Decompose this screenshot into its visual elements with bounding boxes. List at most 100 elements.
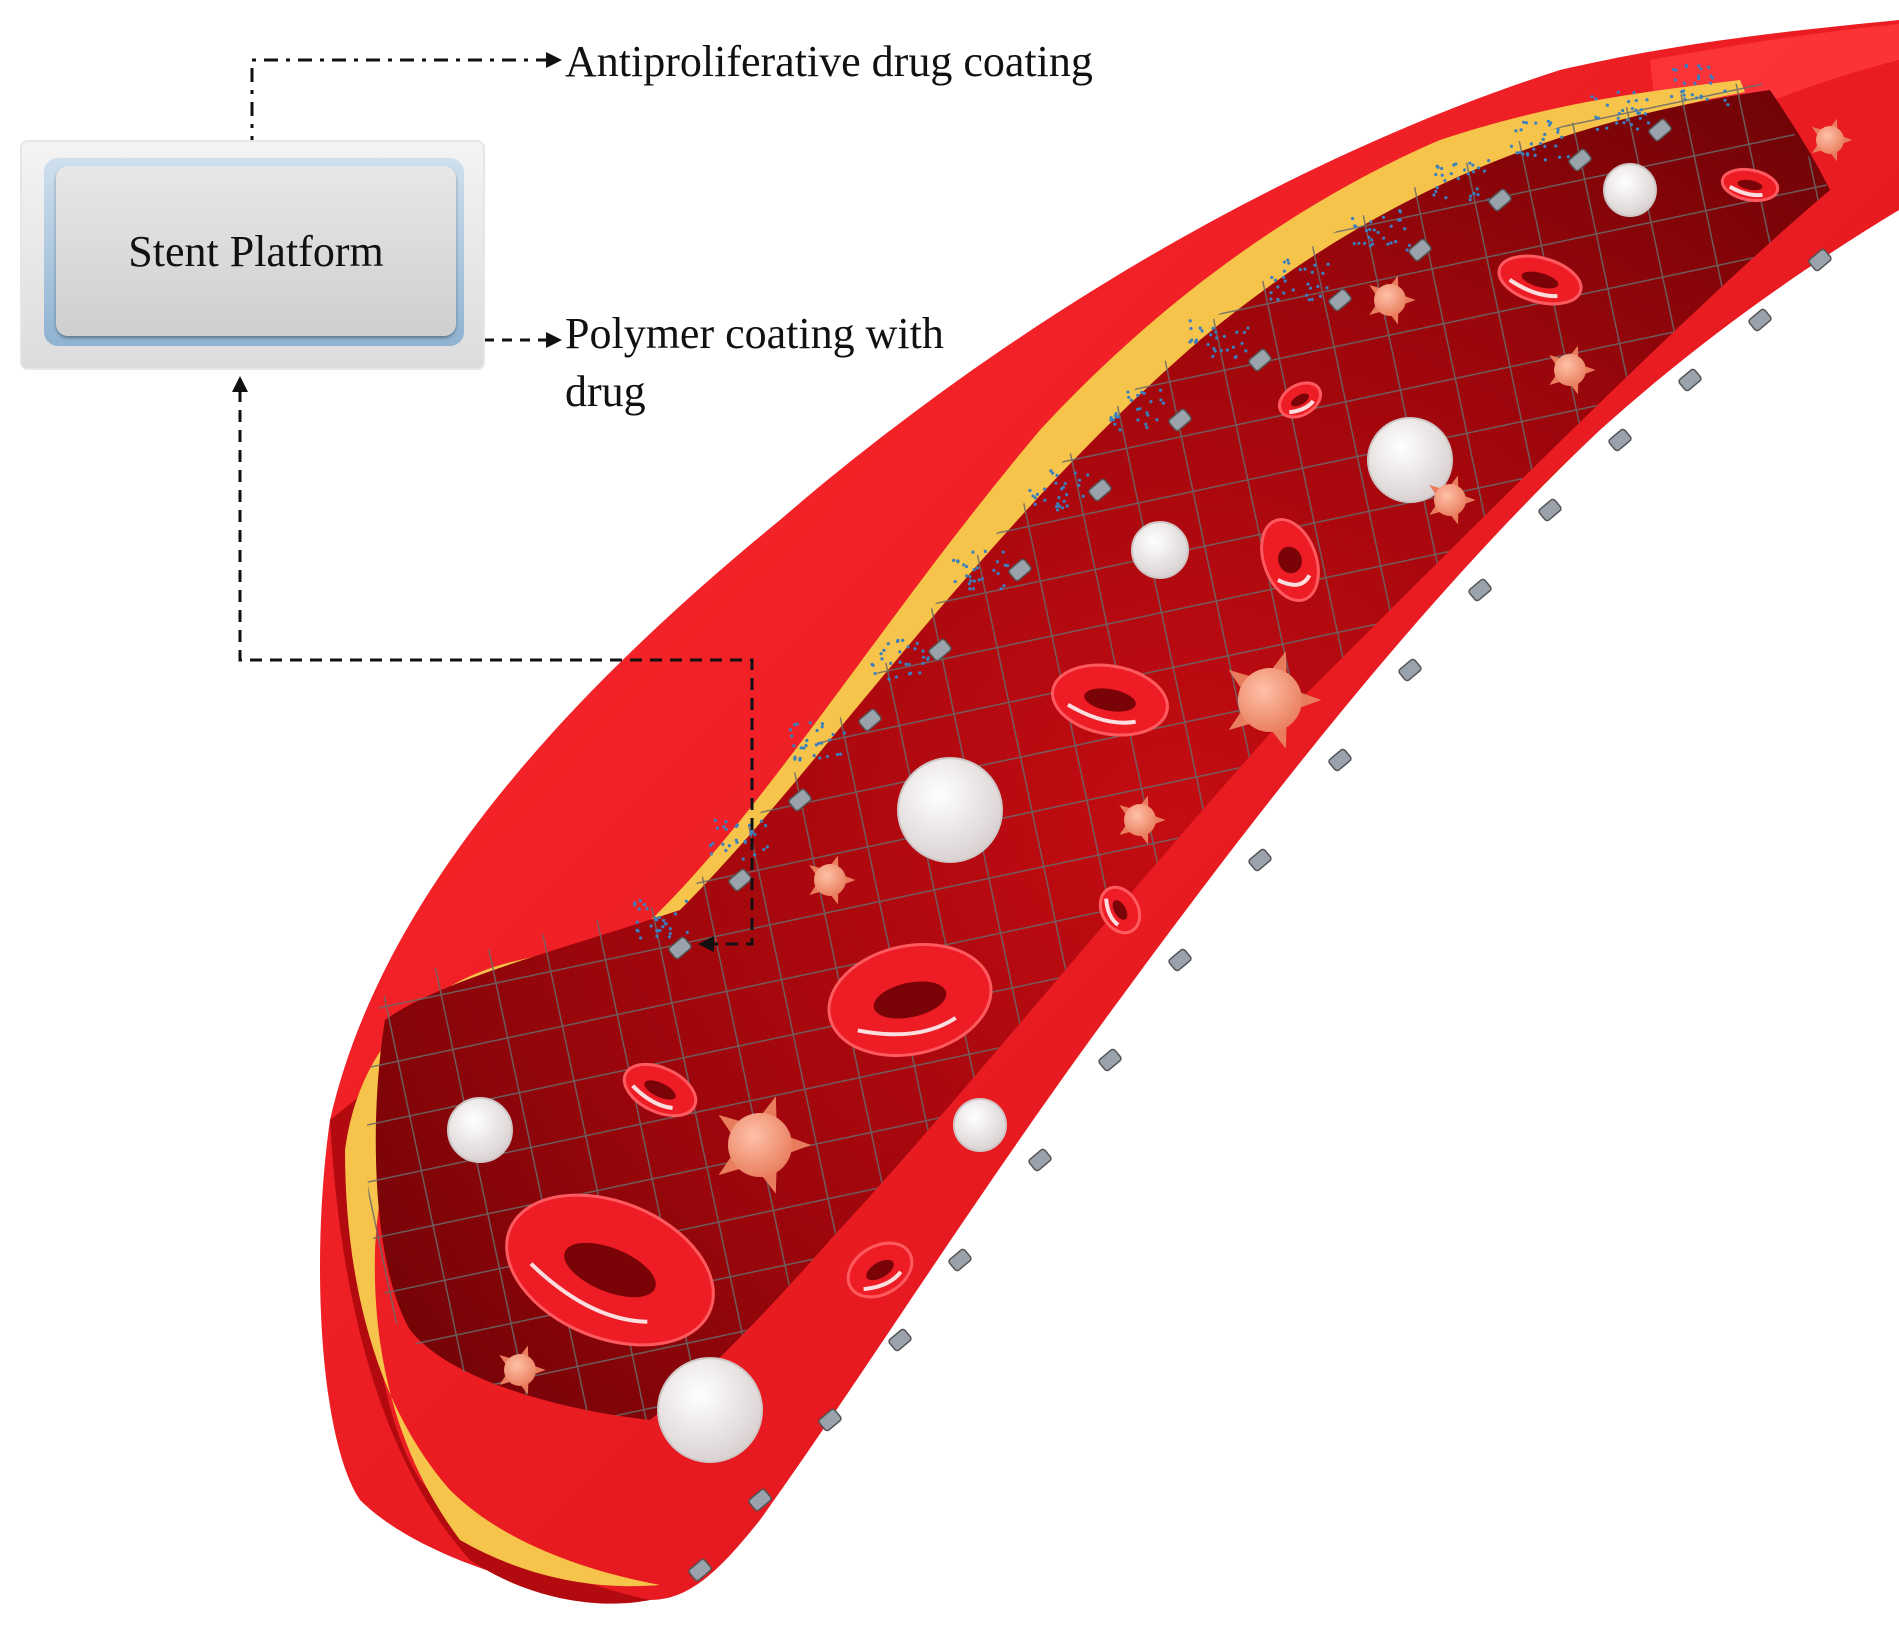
drug-dot [1707, 65, 1711, 70]
drug-dot [1310, 297, 1314, 302]
drug-dot [1440, 173, 1444, 177]
drug-dot [1637, 111, 1642, 115]
drug-dot [1466, 172, 1470, 176]
drug-dot [764, 823, 768, 828]
drug-dot [1060, 506, 1065, 510]
drug-dot [1696, 74, 1701, 78]
drug-dot [956, 560, 960, 564]
drug-dot [1521, 152, 1525, 156]
drug-dot [1214, 336, 1219, 340]
drug-dot [887, 677, 891, 681]
drug-dot [1541, 137, 1545, 141]
drug-dot [1146, 413, 1150, 417]
drug-dot [1556, 130, 1560, 134]
drug-dot [799, 746, 803, 750]
drug-dot [1246, 326, 1250, 330]
drug-dot [1723, 89, 1727, 93]
drug-dot [1364, 228, 1369, 233]
drug-dot [975, 566, 979, 570]
drug-dot [1244, 349, 1248, 353]
drug-dot [1708, 81, 1713, 85]
drug-dot [685, 930, 689, 935]
drug-dot [886, 642, 890, 646]
stent-strut-icon [1608, 428, 1632, 452]
drug-dot [1402, 227, 1407, 231]
drug-dot [735, 840, 739, 845]
drug-dot [708, 844, 713, 848]
drug-dot [722, 825, 726, 829]
drug-dot [1031, 494, 1035, 498]
drug-dot [1456, 176, 1460, 181]
drug-dot [1482, 169, 1486, 173]
drug-dot [818, 756, 822, 760]
red-blood-cell-icon [846, 1241, 914, 1299]
drug-dot [964, 564, 969, 569]
drug-dot [1645, 98, 1649, 102]
stent-strut-icon [1168, 408, 1192, 432]
drug-dot [1683, 97, 1687, 101]
drug-dot [817, 741, 821, 746]
stent-strut-icon [1748, 308, 1772, 332]
antiproliferative-label: Antiproliferative drug coating [565, 37, 1093, 86]
drug-dot [1371, 242, 1375, 246]
drug-dot [1212, 347, 1216, 351]
drug-dot [1443, 179, 1447, 183]
drug-dot [1382, 236, 1386, 240]
drug-dot [1155, 418, 1159, 422]
drug-dot [1326, 262, 1330, 266]
drug-dot [727, 844, 732, 848]
drug-dot [655, 934, 659, 938]
drug-dot [1362, 241, 1367, 245]
drug-dot [1389, 224, 1393, 228]
drug-dot [880, 657, 884, 661]
drug-dot [1035, 492, 1040, 496]
drug-dot [1235, 330, 1239, 334]
drug-dot [1287, 261, 1291, 265]
white-blood-cell-icon [1131, 521, 1189, 579]
drug-dot [1673, 78, 1677, 82]
red-blood-cell-icon [1260, 518, 1320, 602]
drug-dot [873, 671, 877, 676]
drug-dot [1077, 483, 1081, 488]
red-blood-cell-icon [505, 1193, 715, 1347]
drug-dot [842, 731, 846, 735]
drug-dot [1630, 106, 1634, 111]
drug-dot [638, 936, 643, 940]
drug-dot [977, 578, 981, 582]
drug-dot [1159, 398, 1163, 402]
stent-strut-icon [928, 638, 952, 662]
drug-dot [1468, 161, 1472, 165]
arrow-polymer-icon [546, 332, 562, 348]
drug-dot [972, 579, 976, 583]
drug-dot [1646, 121, 1651, 125]
drug-dot [1469, 194, 1473, 198]
drug-dot [1699, 95, 1703, 100]
drug-dot [812, 754, 816, 758]
drug-dot [1006, 564, 1010, 568]
drug-dot [1214, 330, 1218, 334]
drug-dot [1198, 326, 1202, 330]
drug-dot [1699, 67, 1703, 71]
drug-dot [968, 587, 972, 591]
drug-dot [1352, 241, 1356, 246]
drug-dot [1081, 494, 1085, 498]
drug-dot [820, 741, 824, 745]
drug-dot [1690, 93, 1694, 97]
drug-dot [889, 661, 893, 665]
drug-dot [1049, 469, 1053, 473]
platelet-icon [1228, 651, 1322, 749]
drug-dot [1054, 481, 1058, 485]
drug-dot [1476, 166, 1481, 170]
drug-dot [1557, 155, 1562, 159]
drug-dot [1113, 422, 1117, 426]
drug-dot [1454, 162, 1458, 166]
drug-dot [1028, 488, 1032, 493]
drug-dot [815, 728, 819, 733]
drug-dot [1161, 401, 1166, 405]
drug-dot [1605, 103, 1609, 107]
drug-dot [662, 918, 666, 923]
drug-dot [995, 560, 1000, 564]
drug-dot [1546, 119, 1550, 123]
drug-dot [904, 662, 908, 666]
